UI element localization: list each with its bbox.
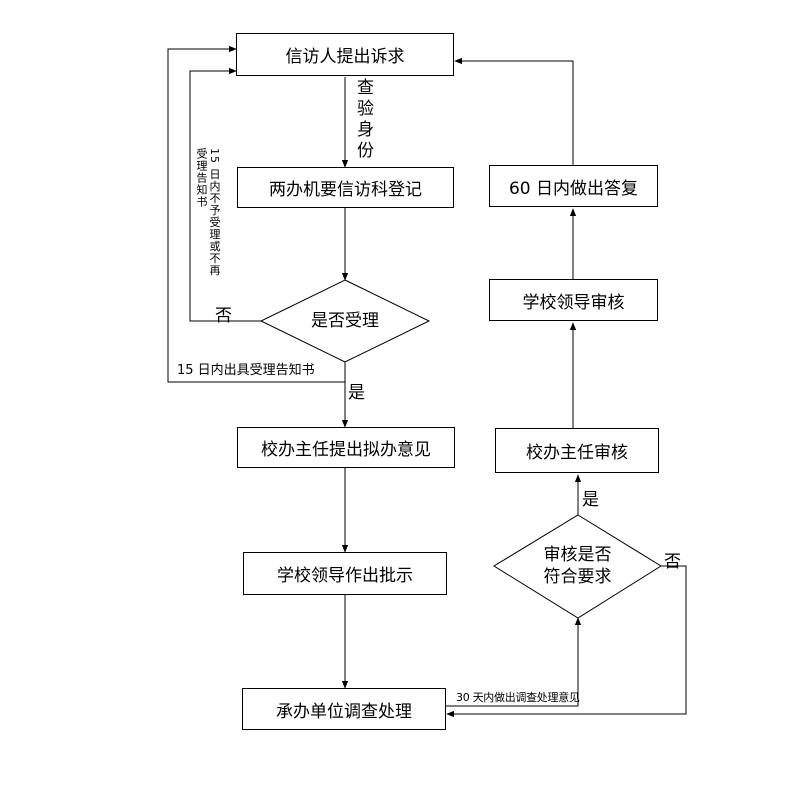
arrow-reject-loop	[189, 67, 262, 322]
not-accept-notice-label: 15 日内不予受理或不再受理告知书	[195, 148, 221, 277]
review-decision-label-line1: 审核是否	[543, 545, 612, 565]
node-reply: 60 日内做出答复	[489, 165, 658, 207]
no-review-label: 否	[664, 552, 681, 572]
review-decision-diamond	[493, 514, 662, 619]
arrow-review-no-loop	[446, 565, 687, 718]
accept-decision-label: 是否受理	[311, 311, 379, 331]
yes-accept-label: 是	[348, 383, 365, 403]
node-director-opinion: 校办主任提出拟办意见	[237, 427, 455, 468]
arrow-reply-to-petition	[454, 57, 574, 165]
node-handling-unit: 承办单位调查处理	[242, 688, 446, 730]
node-leader-instruction: 学校领导作出批示	[243, 552, 447, 595]
investigate-30days-label: 30 天内做出调查处理意见	[456, 691, 580, 704]
node-leader-review: 学校领导审核	[489, 279, 658, 321]
verify-identity-label: 查验身份	[353, 78, 373, 162]
yes-review-label: 是	[582, 490, 599, 510]
node-petition: 信访人提出诉求	[236, 33, 454, 76]
accept-decision-diamond	[259, 279, 431, 363]
node-director-review: 校办主任审核	[495, 428, 659, 473]
accept-notice-label: 15 日内出具受理告知书	[177, 363, 315, 378]
no-accept-label: 否	[215, 306, 232, 326]
arrow-accept-notice-loop	[167, 45, 345, 383]
node-register: 两办机要信访科登记	[237, 167, 454, 208]
arrow-handling-to-review	[445, 617, 582, 707]
review-decision-label-line2: 符合要求	[543, 567, 612, 587]
